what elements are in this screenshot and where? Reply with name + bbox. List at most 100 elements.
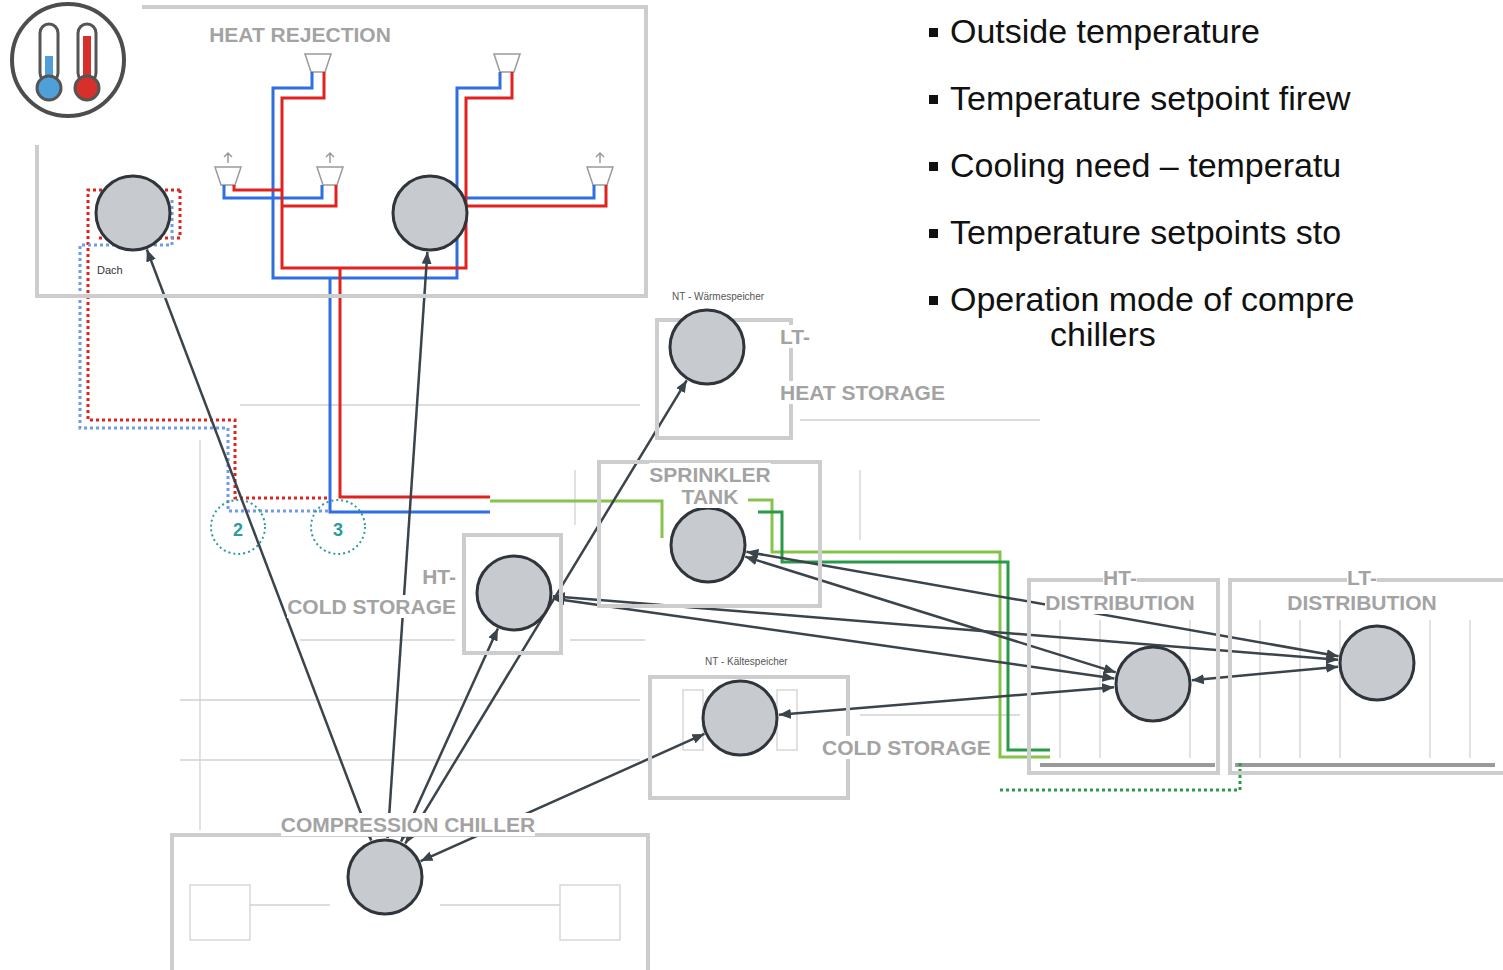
region-heading-box: HEAT REJECTION (190, 22, 410, 48)
note-text: NT - Kältespeicher (705, 656, 788, 667)
supply-pipe (466, 185, 606, 206)
note-box: Temperature setpoints sto (950, 215, 1341, 250)
region-heading-box: LT- HEAT STORAGE (780, 309, 965, 421)
node-circle (1337, 623, 1417, 703)
note-text: NT - Wärmespeicher (672, 291, 764, 302)
callout-circle (311, 500, 365, 554)
region-heading: COLD STORAGE (822, 736, 991, 759)
schematic-lines (240, 404, 640, 405)
distribution-header-bar (1235, 763, 1495, 767)
schematic-lines (190, 885, 250, 940)
node-circle-shape (1113, 644, 1193, 724)
region-box: HEAT REJECTION (35, 5, 648, 298)
node-circle (345, 837, 425, 917)
note-box: NT - Wärmespeicher (672, 291, 764, 303)
supply-pipe (234, 185, 282, 190)
region-box: LT- DISTRIBUTION (1228, 578, 1503, 775)
thermometer-icon (12, 4, 124, 116)
sprinkler-pipe (490, 500, 1240, 790)
flow-arrow (553, 596, 1338, 660)
region-box: HT- DISTRIBUTION (1027, 578, 1220, 775)
cooler-symbol (215, 54, 613, 185)
node-circle (390, 173, 470, 253)
node-circle-shape (477, 556, 551, 630)
cooler-symbol (587, 153, 613, 185)
note-text: Cooling need – temperatu (950, 146, 1341, 184)
cooler-symbol (494, 54, 520, 72)
node-circle-shape (93, 173, 173, 253)
flow-arrow (1192, 667, 1338, 681)
note-box: Temperature setpoint firew (950, 81, 1351, 116)
region-box: SPRINKLER TANK (597, 460, 822, 608)
schematic-lines (1059, 620, 1060, 758)
schematic-lines (199, 440, 200, 830)
region-box: COLD STORAGE (648, 675, 850, 800)
node-circle (668, 505, 748, 585)
bullet-square (929, 28, 938, 305)
node-circle-shape (668, 505, 748, 585)
schematic-lines (860, 714, 1020, 715)
region-outline (37, 7, 646, 296)
bullet-square (929, 229, 938, 238)
region-heading: LT- HEAT STORAGE (780, 325, 945, 404)
cooler-symbol (305, 54, 331, 72)
node-circle-shape (670, 310, 744, 384)
region-heading-box: SPRINKLER TANK (640, 464, 780, 508)
node-circle-shape (393, 176, 467, 250)
return-pipe (224, 72, 594, 512)
cooler-symbol (317, 153, 343, 185)
node-circle-shape (348, 840, 422, 914)
region-heading: SPRINKLER TANK (649, 463, 770, 508)
distribution-header-bar (1040, 763, 1215, 767)
region-heading-box: HT- DISTRIBUTION (1040, 565, 1200, 615)
bullet-square (929, 28, 938, 37)
region-heading-box: COMPRESSION CHILLER (258, 813, 558, 837)
node-circle-shape (1116, 647, 1190, 721)
region-box: LT- HEAT STORAGE (655, 318, 793, 440)
schematic-lines (800, 419, 1040, 420)
line-spacer (840, 309, 965, 365)
region-box: COMPRESSION CHILLER (170, 833, 650, 970)
region-box: HT- COLD STORAGE (462, 533, 563, 655)
distribution-header-bar (1040, 763, 1495, 767)
node-circle-shape (671, 508, 745, 582)
schematic-lines (1299, 620, 1300, 758)
sprinkler-pipe (490, 501, 662, 538)
sprinkler-pipe (758, 512, 1050, 750)
region-heading: HEAT REJECTION (209, 23, 391, 46)
node-circle (1113, 644, 1193, 724)
thermometer-icon (75, 76, 99, 100)
note-box: Operation mode of compre chillers (950, 282, 1400, 352)
flow-arrow (388, 252, 428, 838)
note-text: Temperature setpoint firew (950, 79, 1351, 117)
cooler-symbol (215, 153, 241, 185)
node-circle-shape (703, 681, 777, 755)
callout-number-box: 2 (226, 518, 250, 542)
thermometer-icon (12, 4, 124, 116)
schematic-lines (859, 470, 860, 540)
schematic-lines (180, 759, 640, 760)
schematic-lines (1429, 620, 1430, 758)
flow-arrow (421, 734, 705, 861)
schematic-lines (300, 639, 455, 640)
node-circle (93, 173, 173, 253)
node-circle-shape (1337, 623, 1417, 703)
flow-arrow (401, 629, 498, 842)
note-box: Outside temperature (950, 14, 1260, 49)
schematic-lines (1469, 620, 1470, 758)
sprinkler-pipe (748, 500, 1050, 757)
schematic-lines (570, 639, 645, 640)
bullet-square (929, 296, 938, 305)
region-heading-box: HT- COLD STORAGE (276, 562, 456, 622)
note-text: Operation mode of compre chillers (950, 280, 1354, 353)
sprinkler-pipe (1000, 762, 1240, 790)
node-circle (667, 307, 747, 387)
flow-arrow (553, 598, 1115, 678)
region-outline (35, 5, 648, 298)
node-circle-shape (390, 173, 470, 253)
schematic-lines (777, 690, 797, 750)
node-circle (474, 553, 554, 633)
bullet-square (929, 162, 938, 171)
schematic-lines (180, 699, 640, 700)
